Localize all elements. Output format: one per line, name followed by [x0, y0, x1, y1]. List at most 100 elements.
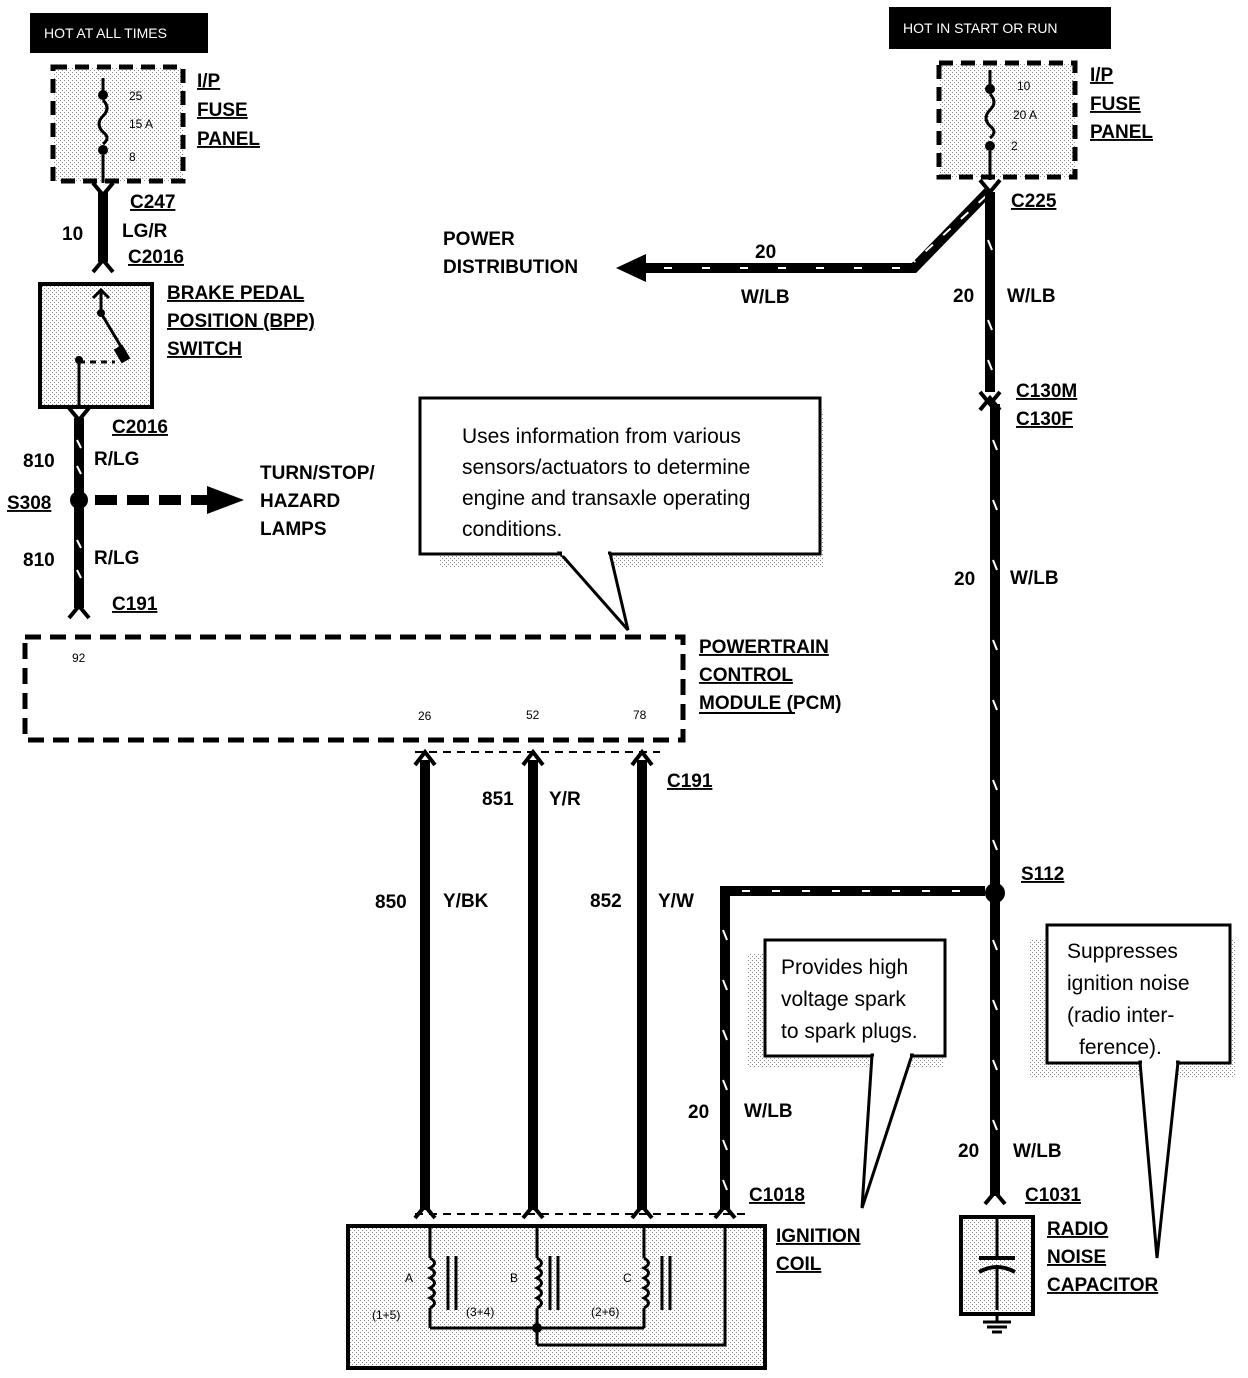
- banner-hot-at-all-times: HOT AT ALL TIMES: [30, 13, 208, 53]
- svg-text:10: 10: [1017, 79, 1031, 93]
- wire-color-y-r: Y/R: [549, 789, 581, 810]
- wire-label-right-20-a: 20: [953, 286, 974, 307]
- svg-text:HOT AT ALL TIMES: HOT AT ALL TIMES: [44, 25, 167, 41]
- bpp-label-3: SWITCH: [167, 339, 242, 360]
- wire-label-810-bottom: 810: [23, 550, 55, 571]
- svg-text:25: 25: [129, 89, 143, 103]
- wire-y-w: [630, 748, 654, 1220]
- wire-color-r-lg-top: R/LG: [94, 449, 139, 470]
- wire-label-right-20-c: 20: [958, 1141, 979, 1162]
- capacitor-note-line-3: (radio inter-: [1067, 1004, 1174, 1027]
- wire-label-851: 851: [482, 789, 514, 810]
- wire-lg-r: [91, 181, 115, 274]
- pcm-note-line-1: Uses information from various: [462, 425, 741, 448]
- pcm-note-line-2: sensors/actuators to determine: [462, 456, 750, 479]
- wire-color-pd-w-lb: W/LB: [741, 287, 790, 308]
- connector-c247: C247: [130, 192, 175, 213]
- fuse-left-label-2: FUSE: [197, 100, 248, 121]
- pin-78: 78: [633, 708, 647, 722]
- pcm-note-callout: [418, 396, 824, 631]
- lamps-label-3: LAMPS: [260, 519, 327, 540]
- power-distribution-label-2: DISTRIBUTION: [443, 257, 578, 278]
- connector-c225: C225: [1011, 191, 1057, 212]
- connector-c1018: C1018: [749, 1185, 805, 1206]
- fuse-left: 25 15 A 8: [50, 64, 186, 184]
- wire-color-coil-w-lb: W/LB: [744, 1101, 793, 1122]
- power-distribution-label-1: POWER: [443, 229, 515, 250]
- connector-c130m: C130M: [1016, 381, 1077, 402]
- coil-note-line-2: voltage spark: [781, 988, 906, 1011]
- wire-color-right-w-lb-b: W/LB: [1010, 568, 1059, 589]
- connector-c2016-bottom: C2016: [112, 417, 168, 438]
- pcm-label-2: CONTROL: [699, 665, 793, 686]
- svg-text:HOT IN START OR RUN: HOT IN START OR RUN: [903, 20, 1058, 36]
- coil-label-c: C: [623, 1271, 632, 1285]
- radio-cap-label-1: RADIO: [1047, 1219, 1108, 1240]
- coil-cyl-c: (2+6): [591, 1305, 619, 1319]
- lamps-label-2: HAZARD: [260, 491, 340, 512]
- wire-label-coil-20: 20: [688, 1102, 709, 1123]
- capacitor-note-line-1: Suppresses: [1067, 940, 1178, 963]
- wire-label-810-top: 810: [23, 451, 55, 472]
- capacitor-note-line-4: ference).: [1079, 1036, 1162, 1059]
- svg-text:20 A: 20 A: [1013, 108, 1037, 122]
- connector-c191-right: C191: [667, 771, 713, 792]
- capacitor-note-callout: [1030, 923, 1235, 1259]
- wire-color-y-bk: Y/BK: [443, 891, 489, 912]
- connector-c191-left: C191: [112, 594, 158, 615]
- wire-color-right-w-lb-c: W/LB: [1013, 1141, 1062, 1162]
- pcm-note-line-3: engine and transaxle operating: [462, 487, 750, 510]
- coil-note-callout: [748, 938, 947, 1209]
- coil-cyl-a: (1+5): [372, 1308, 400, 1322]
- wire-color-lg-r: LG/R: [122, 221, 168, 242]
- fuse-right-label-1: I/P: [1090, 65, 1114, 86]
- coil-note-line-1: Provides high: [781, 956, 908, 979]
- pin-52: 52: [526, 708, 540, 722]
- capacitor-note-line-2: ignition noise: [1067, 972, 1190, 995]
- wire-y-r: [521, 748, 545, 1220]
- wire-y-bk: [413, 748, 437, 1220]
- lamps-label-1: TURN/STOP/: [260, 463, 375, 484]
- fuse-left-label-3: PANEL: [197, 129, 260, 150]
- coil-label-a: A: [405, 1271, 413, 1285]
- bpp-switch: [38, 282, 154, 409]
- splice-s112: S112: [1021, 864, 1064, 885]
- wire-w-lb-coil: [713, 886, 985, 1220]
- wire-w-lb-main: [978, 192, 1007, 1206]
- radio-cap-label-3: CAPACITOR: [1047, 1275, 1158, 1296]
- bpp-label-2: POSITION (BPP): [167, 311, 315, 332]
- coil-cyl-b: (3+4): [466, 1305, 494, 1319]
- ignition-coil: [346, 1224, 767, 1370]
- ignition-coil-label-1: IGNITION: [776, 1226, 860, 1247]
- bpp-label-1: BRAKE PEDAL: [167, 283, 305, 304]
- ignition-coil-label-2: COIL: [776, 1254, 822, 1275]
- radio-cap-label-2: NOISE: [1047, 1247, 1106, 1268]
- wire-label-850: 850: [375, 892, 407, 913]
- radio-noise-capacitor: [959, 1215, 1035, 1334]
- wire-r-lg: [67, 406, 244, 620]
- pcm-module: [22, 634, 686, 743]
- coil-note-line-3: to spark plugs.: [781, 1020, 918, 1043]
- svg-text:15 A: 15 A: [129, 117, 153, 131]
- banner-hot-in-start-or-run: HOT IN START OR RUN: [889, 7, 1111, 49]
- splice-s308: S308: [7, 493, 51, 514]
- fuse-left-label-1: I/P: [197, 71, 221, 92]
- pin-92: 92: [72, 651, 86, 665]
- fuse-right-label-2: FUSE: [1090, 94, 1141, 115]
- svg-text:8: 8: [129, 150, 136, 164]
- wire-label-852: 852: [590, 891, 622, 912]
- wire-label-10: 10: [62, 224, 83, 245]
- wire-color-right-w-lb-a: W/LB: [1007, 286, 1056, 307]
- pcm-note-line-4: conditions.: [462, 518, 562, 541]
- wire-power-distribution: [616, 178, 1002, 282]
- pin-26: 26: [418, 709, 432, 723]
- connector-c130f: C130F: [1016, 409, 1073, 430]
- wire-color-y-w: Y/W: [658, 891, 694, 912]
- svg-text:2: 2: [1011, 139, 1018, 153]
- pcm-label-3: MODULE (PCM): [699, 693, 841, 714]
- fuse-right-label-3: PANEL: [1090, 122, 1153, 143]
- pcm-label-1: POWERTRAIN: [699, 637, 829, 658]
- connector-c2016-top: C2016: [128, 247, 184, 268]
- coil-label-b: B: [510, 1271, 518, 1285]
